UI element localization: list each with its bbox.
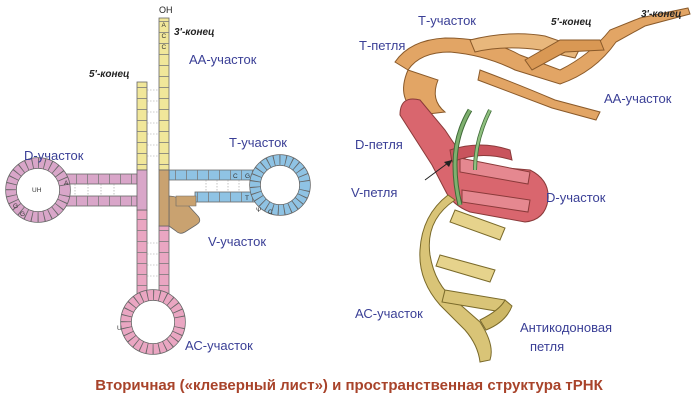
oh-label: OH (159, 5, 173, 15)
t-base-t: T (245, 195, 249, 202)
v-loop-label: V-петля (351, 185, 397, 200)
t-base-g: G (245, 173, 250, 180)
figure-caption: Вторичная («клеверный лист») и пространс… (95, 377, 603, 394)
t-arm-label-left: Т-участок (229, 135, 287, 150)
d-arm: UH A G G (5, 157, 138, 223)
ac-arm-label-right: АС-участок (355, 306, 423, 321)
acceptor-stem: A C C U (136, 17, 170, 184)
aa-arm-label-left: АА-участок (189, 52, 257, 67)
v-loop-strand (453, 109, 472, 206)
acceptor-base-c1: C (162, 33, 167, 40)
acceptor-t-ribbon (394, 7, 691, 121)
v-arm (168, 195, 201, 234)
ac-base-u: U (117, 325, 122, 332)
anticodon-loop-label-line1: Антикодоновая (520, 320, 612, 335)
d-loop-base-uh: UH (32, 187, 42, 194)
five-prime-label-right: 5'-конец (551, 17, 592, 28)
d-arm-label-left: D-участок (24, 148, 84, 163)
t-base-c2: C (268, 209, 273, 216)
d-arm-label-right: D-участок (546, 190, 606, 205)
t-base-c: C (233, 173, 238, 180)
d-ribbon (399, 98, 549, 223)
ac-arm-label-left: АС-участок (185, 338, 253, 353)
t-base-psi: Ψ (256, 207, 261, 214)
v-loop-pointer-arrow-icon (444, 160, 452, 167)
tertiary-structure-diagram: Т-участок Т-петля 5'-конец 3'-конец АА-у… (351, 7, 691, 363)
d-base-a: A (64, 180, 69, 187)
three-prime-label-left: 3'-конец (174, 27, 215, 38)
acceptor-base-c2: C (162, 44, 167, 51)
anticodon-ribbon (419, 194, 513, 363)
d-base-g2: G (20, 211, 25, 218)
t-arm: G C T Ψ C (168, 154, 311, 216)
five-prime-label-left: 5'-конец (89, 69, 130, 80)
ac-arm: U (117, 209, 186, 355)
v-arm-label-left: V-участок (208, 234, 266, 249)
d-loop-label: D-петля (355, 137, 403, 152)
t-arm-label-right: Т-участок (418, 13, 476, 28)
aa-arm-label-right: АА-участок (604, 91, 672, 106)
three-prime-label-right: 3'-конец (641, 9, 682, 20)
acceptor-base-a: A (162, 22, 167, 29)
cloverleaf-diagram: A C C U UH A G G (5, 5, 311, 355)
d-base-g1: G (13, 203, 18, 210)
t-loop-label: Т-петля (359, 38, 405, 53)
anticodon-loop-label-line2: петля (530, 339, 564, 354)
